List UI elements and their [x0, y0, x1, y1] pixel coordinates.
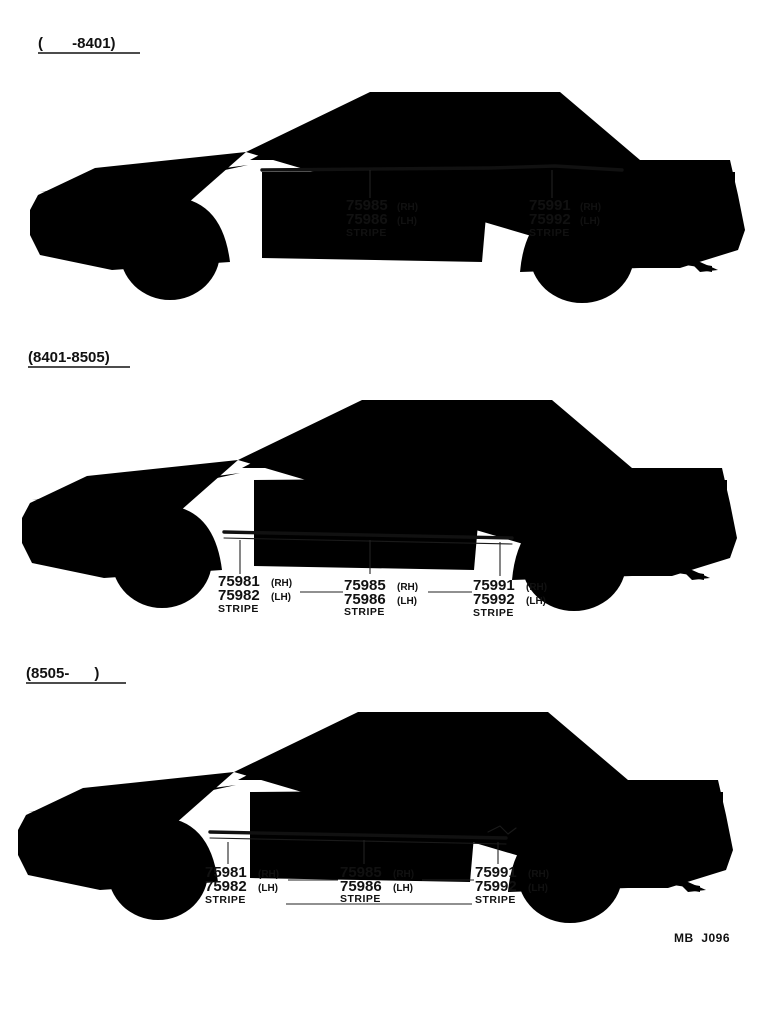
side-lh: (LH)	[526, 596, 546, 607]
callout-75981: 75981 (RH) 75982 (LH) STRIPE	[205, 842, 279, 906]
stripe-line	[208, 830, 508, 840]
part-number-lh: 75992	[529, 211, 571, 228]
section-1: ( -8401) 75985 (RH) 75986 (LH) STRIPE 75…	[30, 35, 745, 303]
part-number-rh: 75985	[346, 197, 388, 214]
callout-75991: 75991 (RH) 75992 (LH) STRIPE	[286, 842, 549, 906]
part-number-lh: 75982	[205, 878, 247, 895]
part-name: STRIPE	[340, 893, 381, 905]
side-rh: (RH)	[397, 582, 418, 593]
car-side-view	[30, 92, 745, 303]
stripe-line	[222, 530, 514, 540]
side-rh: (RH)	[258, 869, 279, 880]
part-number-lh: 75982	[218, 587, 260, 604]
side-lh: (LH)	[528, 883, 548, 894]
diagram-reference-code: MB J096	[674, 931, 730, 945]
callout-75985: 75985 (RH) 75986 (LH) STRIPE	[300, 540, 418, 618]
side-rh: (RH)	[580, 202, 601, 213]
side-lh: (LH)	[393, 883, 413, 894]
part-number-lh: 75986	[344, 591, 386, 608]
side-lh: (LH)	[580, 216, 600, 227]
part-name: STRIPE	[346, 227, 387, 239]
part-number-rh: 75991	[473, 577, 515, 594]
side-rh: (RH)	[271, 578, 292, 589]
part-number-lh: 75986	[346, 211, 388, 228]
part-number-lh: 75992	[475, 878, 517, 895]
part-number-rh: 75981	[218, 573, 260, 590]
part-name: STRIPE	[218, 603, 259, 615]
part-number-rh: 75985	[344, 577, 386, 594]
part-name: STRIPE	[529, 227, 570, 239]
callout-75985: 75985 (RH) 75986 (LH) STRIPE	[288, 840, 414, 905]
stripe-line	[260, 164, 624, 172]
part-name: STRIPE	[473, 607, 514, 619]
part-number-rh: 75991	[475, 864, 517, 881]
callout-75985: 75985 (RH) 75986 (LH) STRIPE	[346, 170, 418, 239]
side-lh: (LH)	[397, 216, 417, 227]
part-number-lh: 75986	[340, 878, 382, 895]
car-side-view	[22, 400, 737, 611]
part-name: STRIPE	[475, 894, 516, 906]
side-lh: (LH)	[258, 883, 278, 894]
section-3: (8505- ) 75981 (RH) 75982 (LH) STRIPE 75…	[18, 665, 733, 923]
side-rh: (RH)	[526, 582, 547, 593]
section-2: (8401-8505) 75981 (RH) 75982 (LH) STRIPE…	[22, 349, 737, 619]
section-label: (8401-8505)	[28, 349, 110, 366]
car-side-view	[18, 712, 733, 923]
section-label: (8505- )	[26, 665, 99, 682]
side-rh: (RH)	[528, 869, 549, 880]
callout-75991: 75991 (RH) 75992 (LH) STRIPE	[428, 542, 547, 619]
part-number-rh: 75981	[205, 864, 247, 881]
part-number-lh: 75992	[473, 591, 515, 608]
side-lh: (LH)	[271, 592, 291, 603]
side-rh: (RH)	[397, 202, 418, 213]
callout-75981: 75981 (RH) 75982 (LH) STRIPE	[218, 540, 292, 615]
section-label: ( -8401)	[38, 35, 116, 52]
part-name: STRIPE	[344, 606, 385, 618]
side-lh: (LH)	[397, 596, 417, 607]
callout-75991: 75991 (RH) 75992 (LH) STRIPE	[529, 170, 601, 239]
part-name: STRIPE	[205, 894, 246, 906]
part-number-rh: 75985	[340, 864, 382, 881]
part-number-rh: 75991	[529, 197, 571, 214]
side-rh: (RH)	[393, 869, 414, 880]
